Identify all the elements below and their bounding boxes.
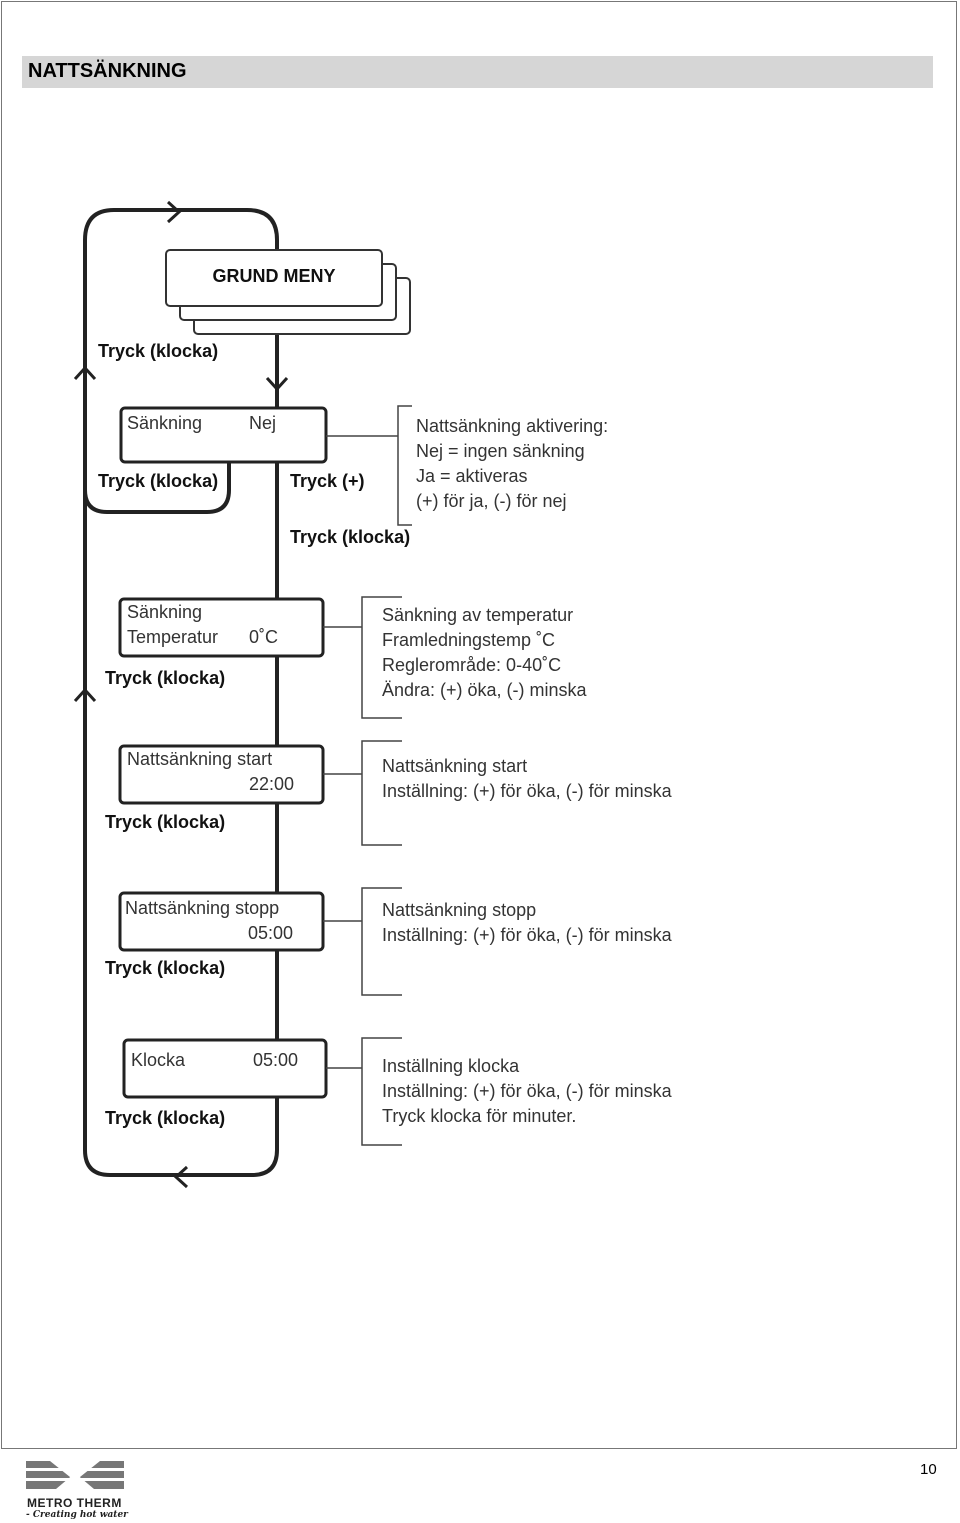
note-bracket-2 (361, 596, 402, 719)
screen-4-label: Nattsänkning stopp (125, 898, 280, 918)
note-bracket-3 (361, 740, 402, 846)
screen-1-value: Nej (249, 413, 277, 433)
press-clock-label: Tryck (klocka) (98, 471, 219, 491)
note-bracket-1 (397, 405, 412, 526)
note-bracket-5 (361, 1037, 402, 1146)
menu-box (165, 249, 383, 307)
screen-box-1 (119, 406, 328, 464)
arrow-up-2 (73, 687, 97, 703)
arrow-down (265, 376, 289, 392)
arrow-top-right (166, 200, 182, 224)
note-4-line: Inställning: (+) för öka, (-) för minska (382, 925, 672, 945)
press-clock-label: Tryck (klocka) (105, 668, 226, 688)
note-2-line: Reglerområde: 0-40˚C (382, 655, 562, 675)
note-1-line: (+) för ja, (-) för nej (416, 491, 567, 511)
note-1-line: Nattsänkning aktivering: (416, 416, 609, 436)
note-1-line: Ja = aktiveras (416, 466, 528, 486)
note-bracket-4 (361, 887, 402, 996)
note-5-line: Inställning: (+) för öka, (-) för minska (382, 1081, 672, 1101)
note-5-line: Inställning klocka (382, 1056, 520, 1076)
press-clock-label: Tryck (klocka) (105, 1108, 226, 1128)
arrow-up-1 (73, 365, 97, 381)
note-2-line: Ändra: (+) öka, (-) minska (382, 680, 587, 700)
arrow-bottom-left (173, 1165, 189, 1189)
page-number: 10 (920, 1461, 937, 1478)
menu-label: GRUND MENY (212, 266, 336, 286)
note-5-line: Tryck klocka för minuter. (382, 1106, 577, 1126)
page-title: NATTSÄNKNING (28, 60, 187, 82)
page-frame (1, 1, 957, 1449)
note-2-line: Framledningstemp ˚C (382, 630, 556, 650)
screen-2-label: Sänkning (127, 602, 203, 622)
screen-2-value: 0˚C (249, 627, 279, 647)
screen-3-label: Nattsänkning start (127, 749, 273, 769)
logo-name: METRO THERM (27, 1496, 122, 1510)
press-clock-label: Tryck (klocka) (98, 341, 219, 361)
screen-5-value: 05:00 (253, 1050, 299, 1070)
screen-5-label: Klocka (131, 1050, 186, 1070)
press-clock-label: Tryck (klocka) (105, 812, 226, 832)
screen-2-label-2: Temperatur (127, 627, 219, 647)
metro-therm-logo (26, 1461, 124, 1489)
note-4-line: Nattsänkning stopp (382, 900, 537, 920)
press-clock-label: Tryck (klocka) (290, 527, 411, 547)
screen-4-value: 05:00 (248, 923, 294, 943)
press-clock-label: Tryck (klocka) (105, 958, 226, 978)
title-bar: NATTSÄNKNING (22, 56, 933, 88)
inner-loop-line (83, 462, 231, 514)
screen-1-label: Sänkning (127, 413, 203, 433)
note-2-line: Sänkning av temperatur (382, 605, 574, 625)
logo-tagline: - Creating hot water (26, 1510, 128, 1520)
screen-3-value: 22:00 (249, 774, 295, 794)
press-plus-label: Tryck (+) (290, 471, 365, 491)
note-3-line: Inställning: (+) för öka, (-) för minska (382, 781, 672, 801)
note-1-line: Nej = ingen sänkning (416, 441, 585, 461)
note-3-line: Nattsänkning start (382, 756, 528, 776)
outer-loop-line (83, 208, 279, 1177)
